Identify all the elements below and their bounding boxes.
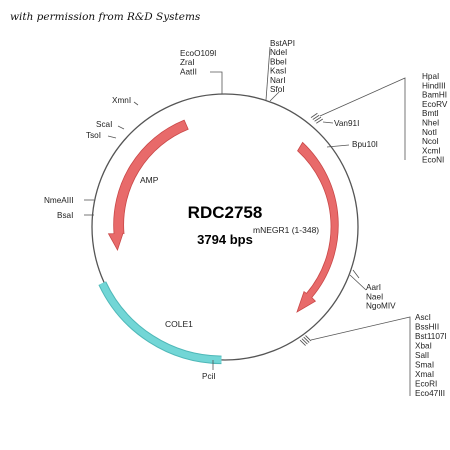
leader-bpu10 <box>326 144 350 148</box>
site-nmeaiii: NmeAIII <box>44 196 74 205</box>
site-stack-mcs-upper: HpaIHindIIIBamHIEcoRVBmtINheINotINcoIXcm… <box>422 72 448 165</box>
restriction-site-label: NgoMIV <box>366 302 396 311</box>
restriction-site-label: BstAPI <box>270 39 295 48</box>
restriction-site-label: NheI <box>422 119 439 128</box>
cole1-origin-band-fill <box>99 281 222 364</box>
plasmid-name: RDC2758 <box>188 203 263 222</box>
site-stack-mcs-lower: AscIBssHIIBst1107IXbaISalISmaIXmaIEcoRIE… <box>415 313 447 398</box>
site-van91i: Van91I <box>334 119 359 128</box>
site-bsai: BsaI <box>57 211 73 220</box>
restriction-site-label: SalI <box>415 351 429 360</box>
restriction-site-label: BamHI <box>422 91 447 100</box>
permission-credit: with permission from R&D Systems <box>10 11 201 23</box>
restriction-site-label: SmaI <box>415 361 434 370</box>
leader-mid-right <box>349 269 367 291</box>
leader-van91 <box>322 121 334 124</box>
leader-mcs-upper <box>319 77 406 160</box>
site-pcii: PciI <box>202 372 216 381</box>
restriction-site-label: AscI <box>415 313 431 322</box>
leader-xmn <box>133 101 139 106</box>
restriction-site-label: XmaI <box>415 370 434 379</box>
restriction-site-label: NotI <box>422 128 437 137</box>
site-scai: ScaI <box>96 120 112 129</box>
restriction-site-label: Bst1107I <box>415 332 447 341</box>
mcs-upper-ticks <box>310 112 324 124</box>
restriction-site-label: XbaI <box>415 342 432 351</box>
restriction-site-label: EcoNI <box>422 156 444 165</box>
restriction-site-label: NcoI <box>422 137 439 146</box>
restriction-site-label: HpaI <box>422 72 439 81</box>
restriction-site-label: SfoI <box>270 85 285 94</box>
restriction-site-label: EcoRI <box>415 380 437 389</box>
restriction-site-label: XcmI <box>422 146 441 155</box>
site-xmni: XmnI <box>112 96 131 105</box>
site-tsoi: TsoI <box>86 131 101 140</box>
amp-label: AMP <box>140 175 159 185</box>
leader-mcs-lower <box>310 316 411 396</box>
insert-arrow <box>296 141 339 313</box>
mcs-lower-ticks <box>299 335 312 346</box>
restriction-site-label: NaeI <box>366 292 383 301</box>
leader-sca <box>117 125 125 130</box>
restriction-site-label: KasI <box>270 67 286 76</box>
leader-tso <box>107 135 117 139</box>
insert-label: mNEGR1 (1-348) <box>253 225 319 235</box>
restriction-site-label: AatII <box>180 67 197 76</box>
plasmid-backbone-ring <box>91 93 359 361</box>
restriction-site-label: NarI <box>270 76 285 85</box>
site-bpu10i: Bpu10I <box>352 140 378 149</box>
leader-top-right-a <box>265 46 271 101</box>
restriction-site-label: BmtI <box>422 109 439 118</box>
plasmid-size: 3794 bps <box>197 232 253 247</box>
restriction-site-label: BssHII <box>415 323 439 332</box>
restriction-site-label: HindIII <box>422 81 446 90</box>
restriction-site-label: BbeI <box>270 57 287 66</box>
restriction-site-label: ZraI <box>180 58 195 67</box>
cole1-label: COLE1 <box>165 319 193 329</box>
restriction-site-label: AarI <box>366 283 381 292</box>
restriction-site-label: EcoO109I <box>180 49 216 58</box>
leader-top-right-b <box>269 91 280 102</box>
restriction-site-label: EcoRV <box>422 100 448 109</box>
restriction-site-label: NdeI <box>270 48 287 57</box>
leader-top-left <box>210 71 223 94</box>
amp-arrow <box>107 119 189 251</box>
restriction-site-label: Eco47III <box>415 389 445 398</box>
